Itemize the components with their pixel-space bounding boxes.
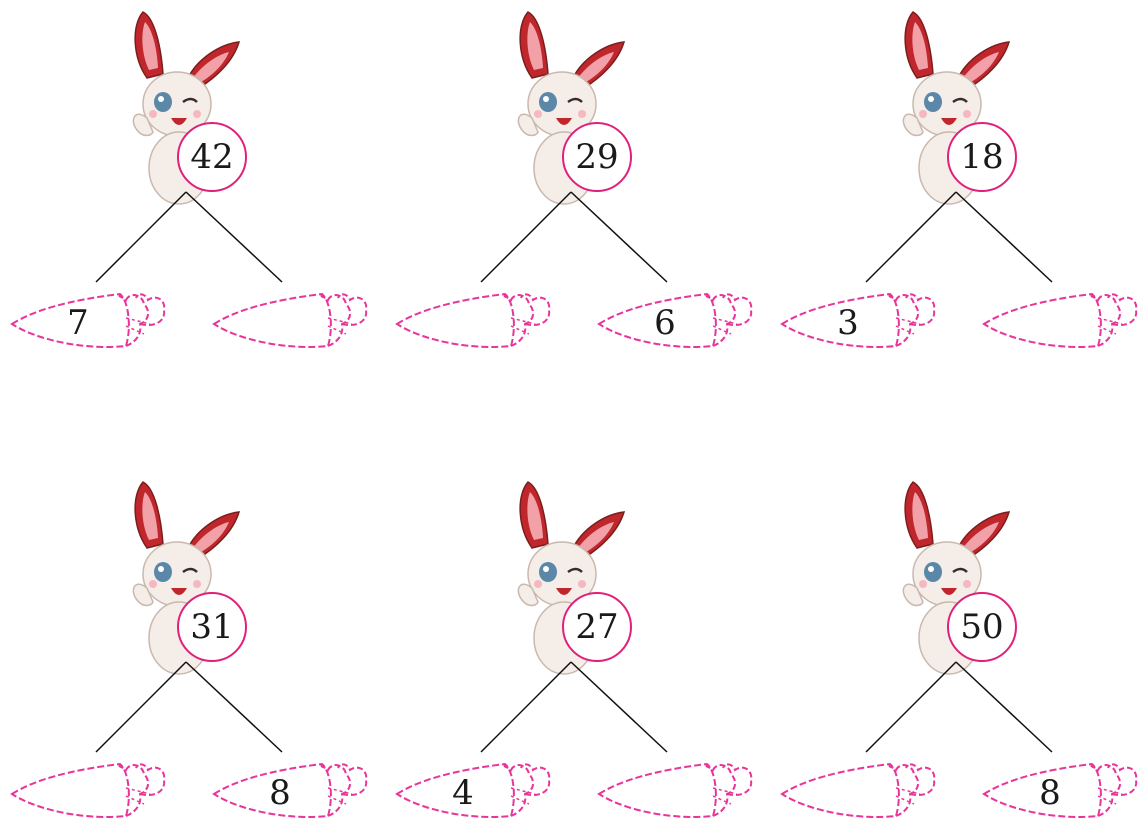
number-bond-1: 42 7 — [0, 0, 370, 360]
total-number: 29 — [562, 122, 632, 192]
left-part-number[interactable] — [53, 768, 103, 818]
total-number: 31 — [177, 592, 247, 662]
right-part-number[interactable]: 8 — [1025, 768, 1075, 818]
branch-right — [186, 662, 282, 752]
left-part-number[interactable]: 7 — [53, 298, 103, 348]
left-part-number[interactable]: 4 — [438, 768, 488, 818]
branch-right — [186, 192, 282, 282]
number-bond-2: 29 6 — [385, 0, 755, 360]
right-part-number[interactable] — [640, 768, 690, 818]
total-number: 18 — [947, 122, 1017, 192]
number-bond-3: 18 3 — [770, 0, 1140, 360]
number-bond-5: 27 4 — [385, 470, 755, 830]
total-number: 27 — [562, 592, 632, 662]
number-bond-4: 31 8 — [0, 470, 370, 830]
branch-left — [866, 192, 956, 282]
total-number: 50 — [947, 592, 1017, 662]
branch-left — [866, 662, 956, 752]
branch-right — [571, 192, 667, 282]
branch-left — [481, 192, 571, 282]
right-part-number[interactable] — [1025, 298, 1075, 348]
branch-left — [96, 192, 186, 282]
right-part-number[interactable]: 8 — [255, 768, 305, 818]
total-number: 42 — [177, 122, 247, 192]
branch-right — [956, 662, 1052, 752]
branch-right — [956, 192, 1052, 282]
right-part-number[interactable]: 6 — [640, 298, 690, 348]
left-part-number[interactable]: 3 — [823, 298, 873, 348]
left-part-number[interactable] — [438, 298, 488, 348]
branch-right — [571, 662, 667, 752]
left-part-number[interactable] — [823, 768, 873, 818]
number-bond-6: 50 8 — [770, 470, 1140, 830]
branch-left — [96, 662, 186, 752]
right-part-number[interactable] — [255, 298, 305, 348]
branch-left — [481, 662, 571, 752]
